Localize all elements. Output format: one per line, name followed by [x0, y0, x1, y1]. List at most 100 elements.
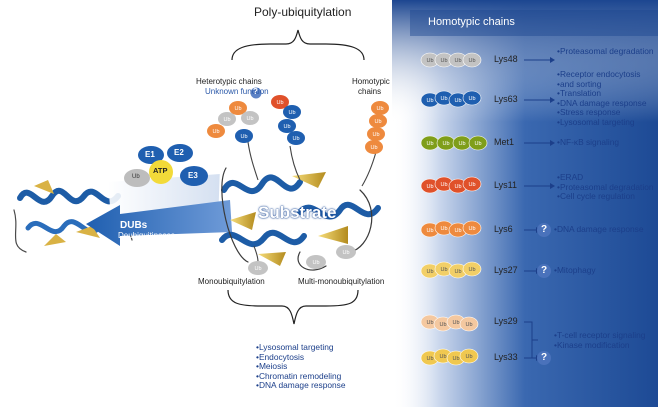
homotypic-panel-header [410, 10, 658, 36]
linkage-label: Lys33 [494, 352, 518, 362]
chain-ub-ball [462, 261, 482, 277]
e1-label: E1 [145, 150, 155, 159]
chain-ub-label: Ub [439, 322, 446, 328]
linkage-label: Lys11 [494, 180, 518, 190]
linkage-label: Lys63 [494, 94, 518, 104]
atp-starburst [149, 160, 173, 184]
ub-ball-label: Ub [223, 117, 230, 123]
unknown-question-mark: ? [541, 352, 548, 363]
linkage-functions-list: ERADProteasomal degradationCell cycle re… [557, 172, 654, 202]
homotypic-panel-title: Homotypic chains [428, 16, 515, 28]
e3-label: E3 [188, 171, 198, 180]
chain-ub-label: Ub [426, 269, 433, 275]
chain-ub-label: Ub [440, 96, 447, 102]
linkage-functions-list: Mitophagy [554, 265, 596, 276]
chain-ub-ball [462, 52, 482, 68]
chain-ub-label: Ub [440, 58, 447, 64]
chain-ub-label: Ub [454, 228, 461, 234]
mono-brace [227, 289, 359, 325]
chain-ub-label: Ub [439, 354, 446, 360]
chain-ub-label: Ub [458, 141, 465, 147]
chain-ub-ball [468, 135, 488, 151]
ub-ball-label: Ub [240, 134, 247, 140]
e2-label: E2 [174, 148, 184, 157]
substrate-label: Substrate [258, 203, 337, 222]
mono-function-item: Endocytosis [256, 352, 346, 363]
linkage-function-item: NF-κB signaling [557, 137, 619, 148]
multi-ub-ball-2 [336, 245, 356, 259]
linkage-function-item: DNA damage response [554, 224, 644, 235]
chain-ub-label: Ub [468, 58, 475, 64]
chain-tethers [247, 141, 377, 263]
e2-enzyme [167, 144, 193, 162]
ub-ball-label: Ub [372, 132, 379, 138]
linkage-functions-list: Receptor endocytosisand sortingTranslati… [557, 69, 647, 128]
chain-ub-label: Ub [468, 267, 475, 273]
chain-ub-label: Ub [426, 184, 433, 190]
lys29-lys33-bracket [524, 321, 538, 359]
chain-ub-label: Ub [454, 98, 461, 104]
chain-ub-label: Ub [465, 322, 472, 328]
linkage-function-item: ERAD [557, 172, 654, 183]
linkage-function-item: Receptor endocytosis [557, 69, 647, 80]
linkage-functions-list: T-cell receptor signalingKinase modifica… [554, 330, 645, 351]
ub-ball-label: Ub [370, 145, 377, 151]
chain-ub-label: Ub [426, 98, 433, 104]
unknown-question-bubble [537, 264, 551, 278]
linkage-label: Lys29 [494, 316, 518, 326]
chain-ub-ball [462, 90, 482, 106]
linkage-label: Lys6 [494, 224, 513, 234]
linkage-function-item: and sorting [557, 79, 647, 90]
ub-ball-label: Ub [288, 110, 295, 116]
ub-ball-label: Ub [246, 116, 253, 122]
mono-function-item: DNA damage response [256, 381, 346, 391]
dubs-arrow [86, 200, 232, 246]
ub-ball-label: Ub [312, 260, 319, 266]
substrate-protein [219, 167, 381, 271]
chain-ub-label: Ub [454, 269, 461, 275]
linkage-label: Lys48 [494, 54, 518, 64]
chain-ub-label: Ub [426, 141, 433, 147]
linkage-function-item: T-cell receptor signaling [554, 330, 645, 341]
chain-ub-ball [462, 176, 482, 192]
ub-ball-label: Ub [212, 129, 219, 135]
unknown-question-bubble [537, 223, 551, 237]
chain-ub-label: Ub [426, 356, 433, 362]
linkage-function-item: Cell cycle regulation [557, 192, 654, 202]
chain-ub-label: Ub [452, 356, 459, 362]
linkage-functions-list: DNA damage response [554, 224, 644, 235]
enzyme-ub-ball [124, 169, 150, 187]
heterotypic-unknown-label: Unknown function [205, 87, 269, 96]
ub-ball-label: Ub [376, 106, 383, 112]
mono-ub-ball [248, 261, 268, 275]
linkage-function-item: Proteasomal degradation [557, 46, 654, 57]
linkage-functions-list: NF-κB signaling [557, 137, 619, 148]
chain-ub-ball [459, 316, 479, 332]
chain-ub-label: Ub [468, 226, 475, 232]
poly-brace [231, 29, 365, 61]
multi-ub-ball-1 [306, 255, 326, 269]
mono-function-item: Chromatin remodeling [256, 371, 346, 382]
unknown-question-mark: ? [541, 265, 548, 276]
ub-ball-label: Ub [283, 124, 290, 130]
chain-ub-ball [462, 220, 482, 236]
ub-ball-label: Ub [342, 250, 349, 256]
e1-enzyme [138, 146, 164, 164]
linkage-function-item: Kinase modification [554, 340, 645, 351]
chain-ub-label: Ub [468, 182, 475, 188]
chain-ub-label: Ub [426, 228, 433, 234]
ub-ball-label: Ub [254, 266, 261, 272]
chain-ub-label: Ub [465, 354, 472, 360]
chain-ub-ball [459, 348, 479, 364]
linkage-label: Lys27 [494, 265, 518, 275]
heterotypic-question-bubble [250, 87, 262, 99]
mono-function-item: Lysosomal targeting [256, 342, 346, 353]
enzyme-ub-label: Ub [132, 174, 140, 180]
unknown-question-mark: ? [541, 224, 548, 235]
ub-ball-label: Ub [276, 100, 283, 106]
ub-ball-label: Ub [234, 106, 241, 112]
dubs-title: DUBs [120, 220, 148, 231]
atp-label: ATP [153, 166, 168, 175]
linkage-function-item: Lysosomal targeting [557, 117, 647, 128]
